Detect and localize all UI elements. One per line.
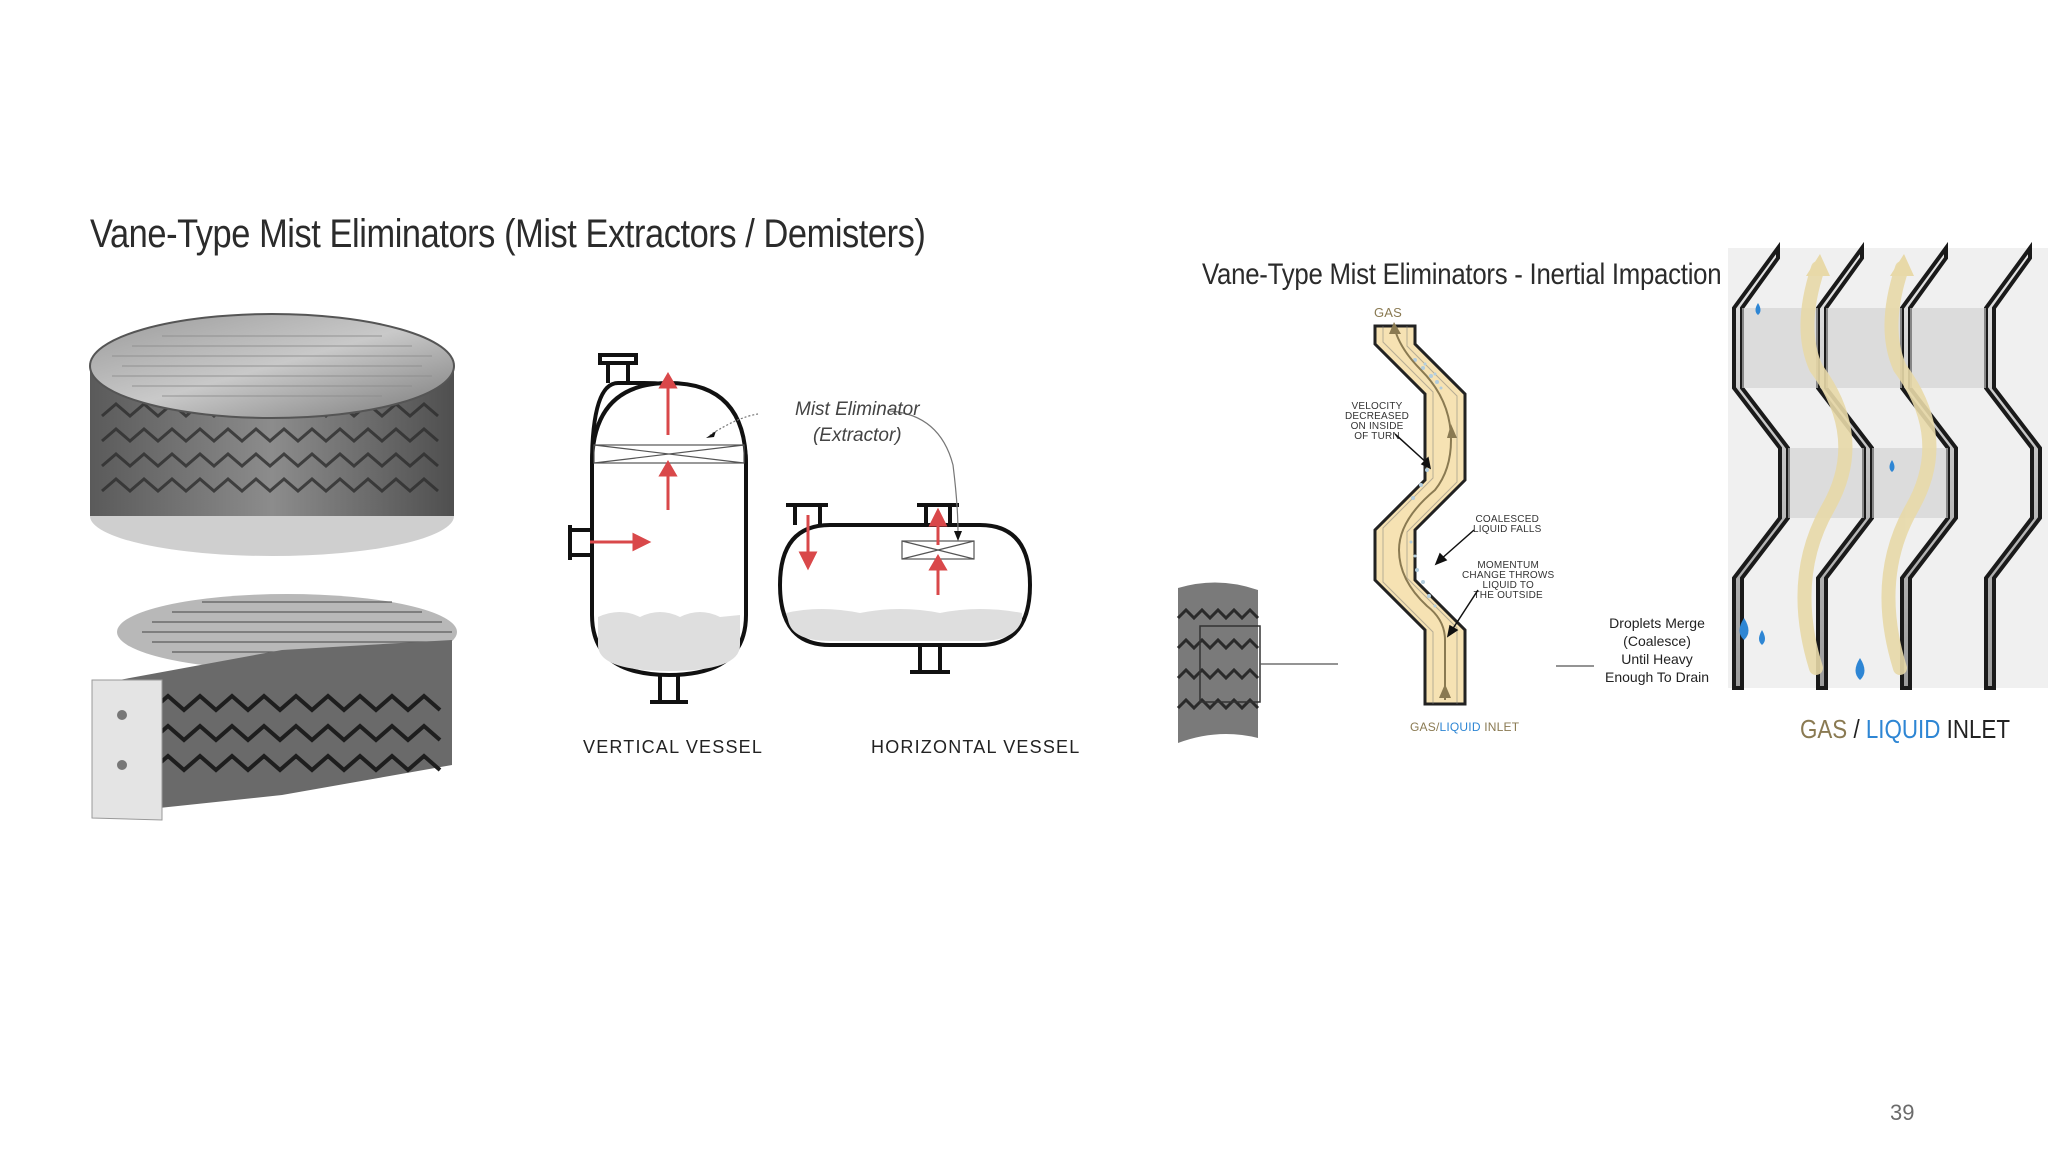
horizontal-vessel-label: HORIZONTAL VESSEL: [871, 737, 1081, 757]
big-inlet-word: INLET: [1940, 714, 2011, 744]
vertical-vessel-label: VERTICAL VESSEL: [583, 737, 764, 757]
big-inlet-gas: GAS: [1800, 714, 1848, 744]
mist-eliminator-callout: Mist Eliminator (Extractor): [795, 397, 920, 449]
small-inlet-word: INLET: [1480, 720, 1520, 734]
velocity-note: VELOCITY DECREASED ON INSIDE OF TURN: [1345, 402, 1409, 442]
big-inlet-liquid: LIQUID: [1865, 714, 1941, 744]
droplet-leader-line: [1556, 665, 1594, 667]
note-leader-arrows: [1394, 433, 1479, 638]
velocity-line-2: DECREASED: [1345, 411, 1410, 422]
half-vane-pack-photo: [91, 594, 457, 821]
coalesced-line-1: COALESCED: [1475, 514, 1540, 525]
momentum-line-2: CHANGE THROWS: [1462, 570, 1555, 581]
vessel-diagrams: [568, 353, 1033, 704]
horizontal-vessel: [777, 503, 1033, 674]
momentum-line-4: THE OUTSIDE: [1473, 590, 1543, 601]
page-number: 39: [1890, 1100, 1915, 1125]
momentum-line-1: MOMENTUM: [1477, 560, 1539, 571]
velocity-line-1: VELOCITY: [1351, 401, 1403, 412]
velocity-line-3: ON INSIDE: [1350, 421, 1404, 432]
small-inlet-liquid: LIQUID: [1439, 720, 1481, 734]
big-inlet-label: GAS / LIQUID INLET: [1800, 714, 2010, 745]
callout-line-2: (Extractor): [812, 425, 902, 446]
slide-title: Vane-Type Mist Eliminators (Mist Extract…: [90, 212, 926, 256]
momentum-line-3: LIQUID TO: [1482, 580, 1534, 591]
big-inlet-slash: /: [1847, 714, 1866, 744]
small-inlet-gas: GAS/: [1410, 720, 1440, 734]
small-inlet-label: GAS/LIQUID INLET: [1410, 720, 1520, 734]
impaction-title: Vane-Type Mist Eliminators - Inertial Im…: [1202, 258, 1722, 291]
momentum-note: MOMENTUM CHANGE THROWS LIQUID TO THE OUT…: [1462, 561, 1554, 601]
impaction-channel-diagram: [1373, 322, 1467, 706]
round-vane-pack-photo: [89, 313, 455, 556]
droplets-line-4: Enough To Drain: [1605, 669, 1710, 685]
coalesced-line-2: LIQUID FALLS: [1473, 524, 1542, 535]
vane-3d-illustration: [1728, 241, 2048, 690]
velocity-line-4: OF TURN: [1354, 431, 1400, 442]
droplets-line-3: Until Heavy: [1621, 651, 1693, 667]
gas-top-label: GAS: [1374, 305, 1403, 320]
callout-line-1: Mist Eliminator: [795, 399, 920, 420]
droplets-line-1: Droplets Merge: [1609, 615, 1705, 631]
droplets-line-2: (Coalesce): [1623, 633, 1691, 649]
vane-pack-zoom-thumbnail: [1176, 582, 1338, 743]
droplets-note: Droplets Merge (Coalesce) Until Heavy En…: [1605, 614, 1709, 686]
coalesced-note: COALESCED LIQUID FALLS: [1473, 515, 1542, 535]
